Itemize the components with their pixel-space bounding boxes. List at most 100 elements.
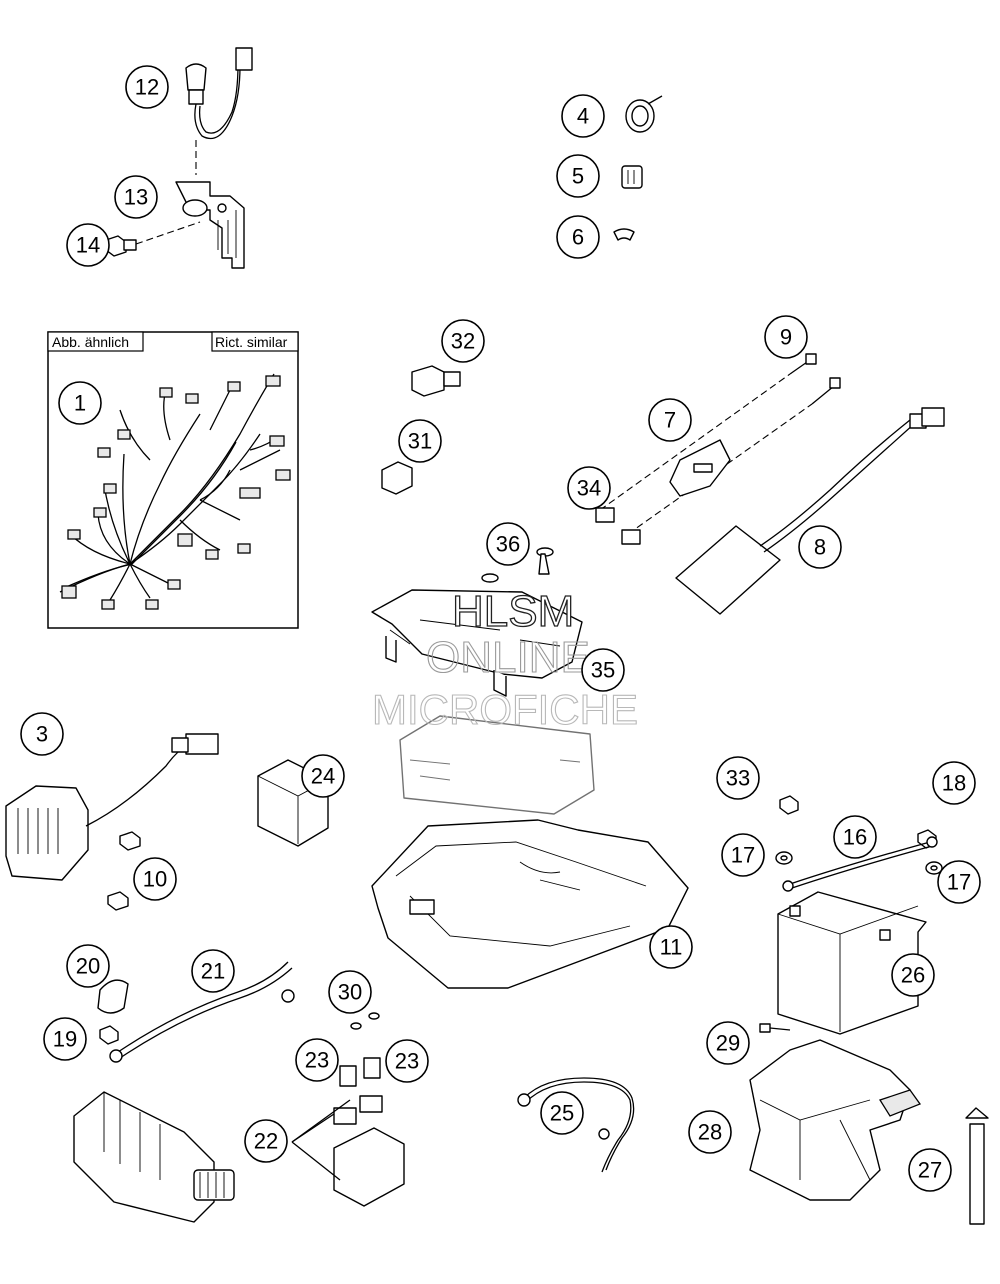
callout-1: 1	[58, 381, 102, 425]
callout-label: 7	[664, 408, 676, 433]
callout-28: 28	[688, 1110, 732, 1154]
callout-18: 18	[932, 761, 976, 805]
callout-17-right: 17	[937, 860, 981, 904]
callout-11: 11	[649, 925, 693, 969]
callout-label: 13	[124, 185, 148, 210]
callout-7: 7	[648, 398, 692, 442]
callout-label: 26	[901, 963, 925, 988]
callout-6: 6	[556, 215, 600, 259]
part-35-holder	[371, 589, 583, 697]
callout-label: 9	[780, 325, 792, 350]
part-starter-motor	[73, 1091, 235, 1223]
callout-label: 23	[305, 1048, 329, 1073]
watermark: HLSM ONLINE MICROFICHE	[371, 586, 638, 733]
callout-label: 19	[53, 1027, 77, 1052]
callout-33: 33	[716, 756, 760, 800]
callout-label: 28	[698, 1120, 722, 1145]
callout-22: 22	[244, 1119, 288, 1163]
part-17-washer-left	[775, 851, 793, 865]
part-13-bracket	[175, 181, 245, 269]
callout-label: 34	[577, 476, 601, 501]
part-20-cap	[97, 979, 129, 1014]
callout-3: 3	[20, 712, 64, 756]
callout-label: 33	[726, 766, 750, 791]
part-11-tray	[371, 819, 689, 989]
part-31-cap	[381, 461, 413, 495]
part-22-relay	[291, 1095, 405, 1207]
inset-wiring-harness: Abb. ähnlich Rict. similar	[47, 331, 299, 629]
callout-label: 32	[451, 329, 475, 354]
callout-34: 34	[567, 466, 611, 510]
callout-label: 30	[338, 980, 362, 1005]
part-19-nut	[99, 1025, 119, 1045]
part-7-bracket	[669, 439, 731, 497]
callout-label: 22	[254, 1129, 278, 1154]
callout-label: 18	[942, 771, 966, 796]
callout-label: 1	[74, 391, 86, 416]
callout-label: 4	[577, 104, 589, 129]
callout-label: 8	[814, 535, 826, 560]
callout-12: 12	[125, 65, 169, 109]
callouts: 1 3 4 5 6 7 8 9 10 11 12 13 14 16 17 17 …	[20, 65, 981, 1192]
part-34-spacers	[595, 507, 641, 545]
callout-label: 35	[591, 658, 615, 683]
callout-26: 26	[891, 953, 935, 997]
callout-21: 21	[191, 949, 235, 993]
callout-label: 31	[408, 429, 432, 454]
callout-27: 27	[908, 1148, 952, 1192]
callout-9: 9	[764, 315, 808, 359]
callout-label: 20	[76, 954, 100, 979]
callout-23-right: 23	[385, 1039, 429, 1083]
callout-label: 10	[143, 867, 167, 892]
callout-label: 17	[731, 843, 755, 868]
part-8-sensor	[675, 407, 945, 615]
part-36-screw	[481, 547, 554, 583]
part-29-screw	[759, 1023, 791, 1033]
watermark-line-3: MICROFICHE	[372, 686, 638, 733]
callout-23-left: 23	[295, 1038, 339, 1082]
watermark-line-1: HLSM	[452, 587, 574, 636]
callout-32: 32	[441, 319, 485, 363]
part-14-screw	[105, 221, 201, 257]
callout-24: 24	[301, 754, 345, 798]
callout-17-left: 17	[721, 833, 765, 877]
part-28-battery-box	[749, 1039, 922, 1201]
part-23-fuses	[339, 1057, 381, 1087]
part-26-battery	[777, 891, 927, 1035]
part-30-screws	[350, 1012, 380, 1030]
callout-30: 30	[328, 970, 372, 1014]
callout-label: 25	[550, 1101, 574, 1126]
callout-label: 5	[572, 164, 584, 189]
part-17-washer-right	[925, 861, 943, 875]
part-12-switch-cable	[185, 47, 253, 175]
inset-label-similar-de: Abb. ähnlich	[52, 334, 129, 350]
callout-4: 4	[561, 94, 605, 138]
callout-8: 8	[798, 525, 842, 569]
callout-5: 5	[556, 154, 600, 198]
callout-label: 6	[572, 225, 584, 250]
callout-label: 3	[36, 722, 48, 747]
callout-19: 19	[43, 1017, 87, 1061]
callout-label: 21	[201, 959, 225, 984]
callout-label: 17	[947, 870, 971, 895]
callout-10: 10	[133, 857, 177, 901]
callout-label: 36	[496, 532, 520, 557]
callout-14: 14	[66, 223, 110, 267]
callout-label: 24	[311, 764, 335, 789]
part-3-regulator	[5, 733, 219, 881]
part-6-holder	[613, 228, 635, 241]
part-21-cable	[109, 961, 295, 1063]
part-27-strap	[965, 1107, 989, 1225]
part-ecu	[399, 715, 595, 815]
part-10-screws	[107, 831, 141, 911]
part-25-cable	[517, 1077, 635, 1173]
callout-label: 12	[135, 75, 159, 100]
callout-label: 29	[716, 1031, 740, 1056]
callout-label: 16	[843, 825, 867, 850]
callout-36: 36	[486, 522, 530, 566]
part-16-cable	[782, 836, 938, 892]
inset-label-similar-en: Rict. similar	[215, 334, 288, 350]
watermark-line-2: ONLINE	[426, 633, 590, 682]
part-5-clip	[621, 165, 643, 189]
